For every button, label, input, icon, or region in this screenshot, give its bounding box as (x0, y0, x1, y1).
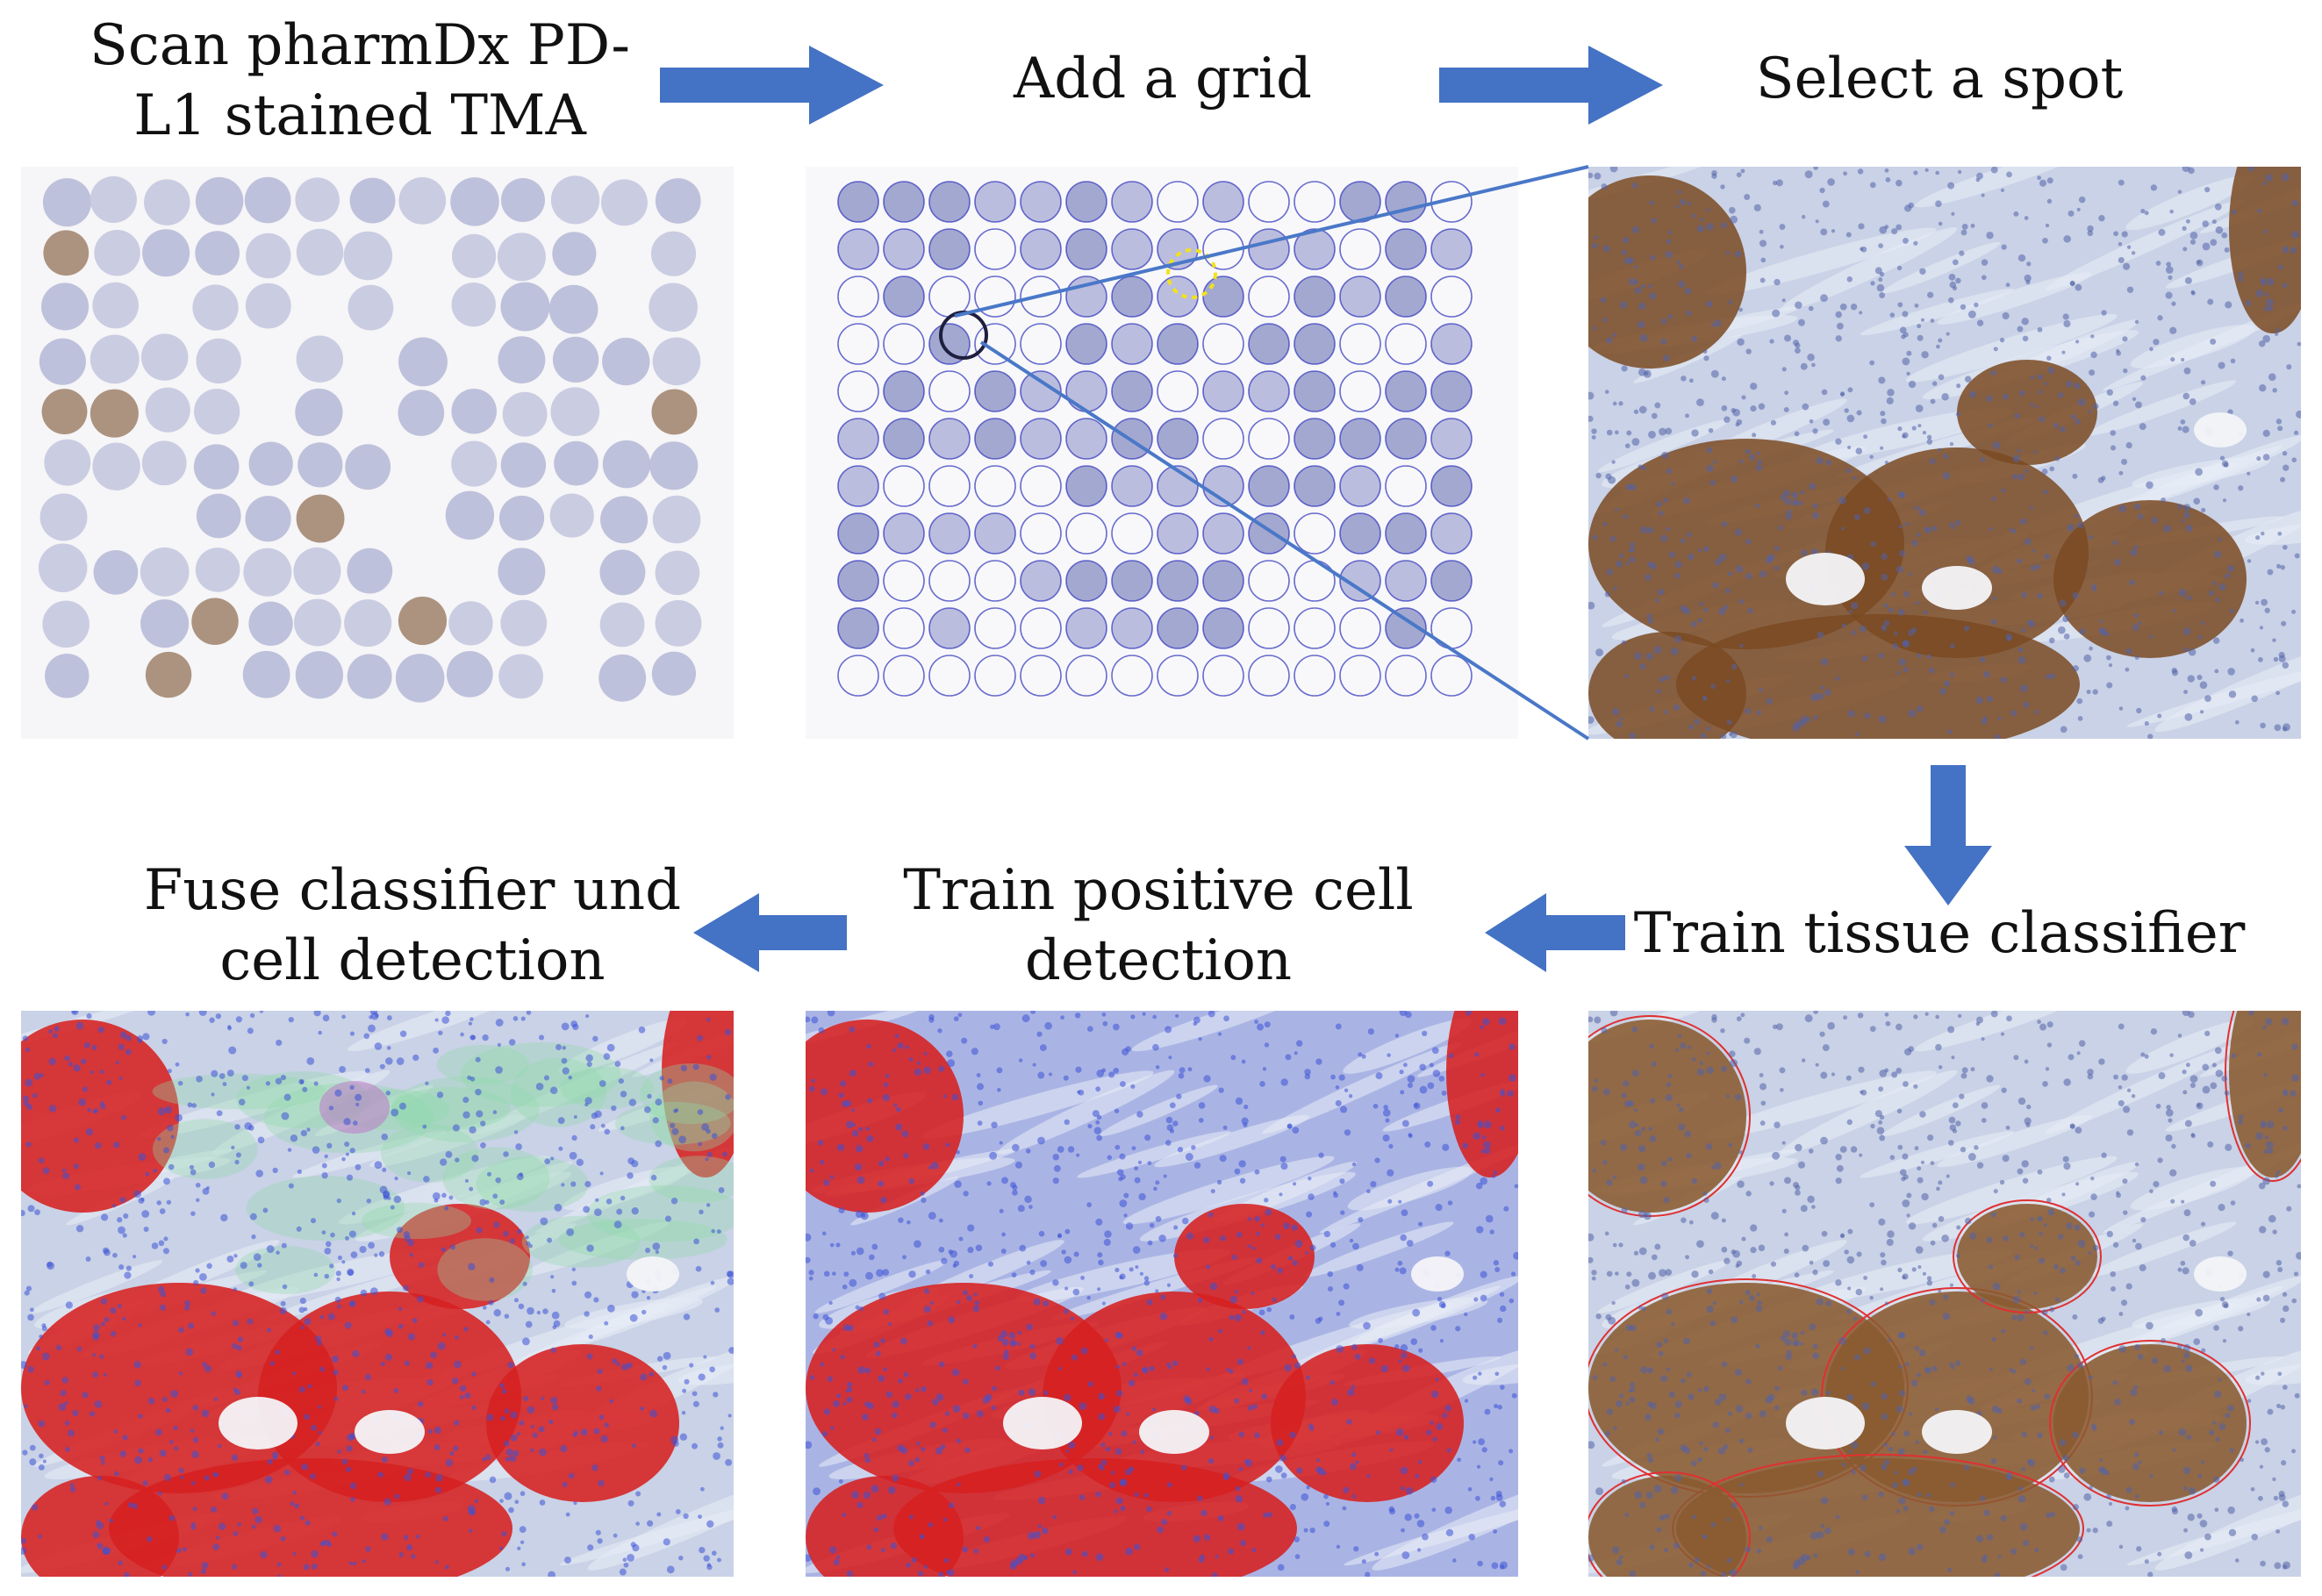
positive-cell-detection-image (806, 1011, 1518, 1577)
step-label-tissue-line1: Train tissue classifier (1633, 901, 2246, 966)
block-arrow-icon (1439, 46, 1663, 125)
tma-grid-image (806, 167, 1518, 739)
step-label-fuse: Fuse classifier und cell detection (88, 855, 737, 996)
tma-slide-image (21, 167, 734, 739)
step-label-select: Select a spot (1667, 44, 2211, 114)
step-label-select-line1: Select a spot (1755, 47, 2124, 111)
step-label-positive-line1: Train positive cell (903, 858, 1414, 923)
step-label-positive: Train positive cell detection (842, 855, 1474, 996)
selected-spot-image (1588, 167, 2301, 739)
step-label-tissue: Train tissue classifier (1632, 898, 2247, 969)
step-label-scan-line2: L1 stained TMA (133, 83, 586, 148)
block-arrow-icon (1904, 765, 1992, 905)
block-arrow-icon (1485, 893, 1625, 972)
step-label-grid-line1: Add a grid (1014, 47, 1312, 111)
step-label-fuse-line2: cell detection (219, 928, 606, 993)
step-label-scan: Scan pharmDx PD- L1 stained TMA (35, 11, 684, 151)
block-arrow-icon (693, 893, 847, 972)
tissue-classifier-image (1588, 1011, 2301, 1577)
step-label-positive-line2: detection (1024, 928, 1293, 993)
block-arrow-icon (660, 46, 884, 125)
step-label-fuse-line1: Fuse classifier und (143, 858, 682, 923)
step-label-grid: Add a grid (878, 44, 1448, 114)
fused-classifier-detection-image (21, 1011, 734, 1577)
step-label-scan-line1: Scan pharmDx PD- (90, 13, 630, 78)
